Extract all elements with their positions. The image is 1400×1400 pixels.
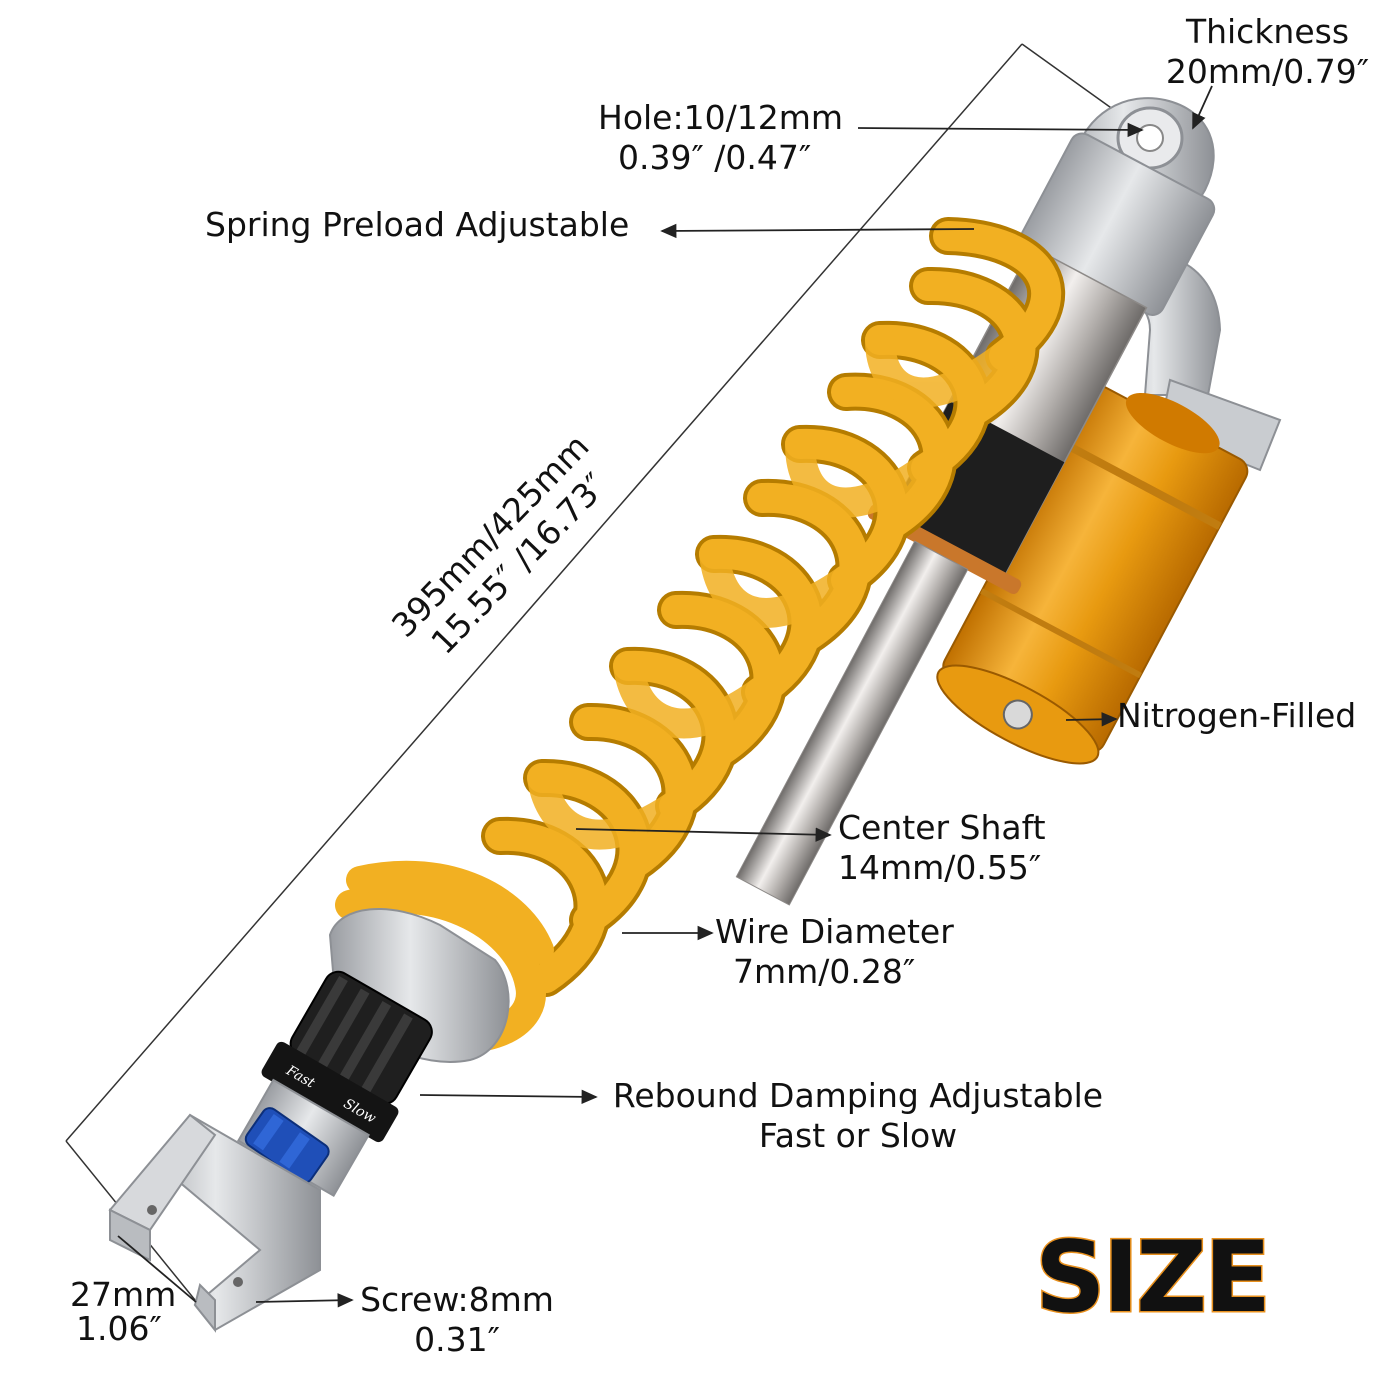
- wire-diameter-label: Wire Diameter 7mm/0.28″: [715, 912, 954, 992]
- hole-title: Hole:10/12mm: [598, 98, 843, 137]
- size-title: SIZE: [1033, 1227, 1272, 1330]
- thickness-label: Thickness 20mm/0.79″: [1150, 12, 1385, 92]
- lock-nut: [244, 1107, 330, 1184]
- clevis-width-mm: 27mm: [70, 1275, 177, 1314]
- center-shaft-value: 14mm/0.55″: [838, 848, 1042, 887]
- spring-preload-title: Spring Preload Adjustable: [205, 205, 630, 244]
- rebound-title: Rebound Damping Adjustable: [612, 1076, 1104, 1115]
- clevis-width-in: 1.06″: [76, 1309, 162, 1348]
- thickness-value: 20mm/0.79″: [1165, 52, 1370, 91]
- center-shaft-title: Center Shaft: [838, 808, 1046, 847]
- nitrogen-label: Nitrogen-Filled: [1117, 696, 1356, 736]
- center-shaft-label: Center Shaft 14mm/0.55″: [838, 808, 1046, 888]
- nitrogen-reservoir: [936, 384, 1249, 765]
- hole-value: 0.39″ /0.47″: [618, 138, 812, 177]
- rebound-subtitle: Fast or Slow: [758, 1116, 958, 1155]
- clevis-width-label: 27mm 1.06″: [70, 1278, 176, 1346]
- wire-diameter-value: 7mm/0.28″: [733, 952, 916, 991]
- screw-label: Screw:8mm 0.31″: [352, 1280, 562, 1360]
- screw-title: Screw:8mm: [360, 1280, 554, 1319]
- size-title-text: SIZE: [1033, 1221, 1272, 1335]
- leader-lines: [117, 85, 1213, 1308]
- bottom-clevis: [108, 1113, 321, 1333]
- nitrogen-title: Nitrogen-Filled: [1117, 696, 1357, 735]
- rebound-label: Rebound Damping Adjustable Fast or Slow: [598, 1076, 1118, 1156]
- coil-spring: [335, 217, 1066, 1053]
- screw-value: 0.31″: [414, 1320, 500, 1359]
- thickness-title: Thickness: [1185, 12, 1350, 51]
- wire-diameter-title: Wire Diameter: [715, 912, 954, 951]
- spring-preload-label: Spring Preload Adjustable: [205, 205, 629, 245]
- hole-label: Hole:10/12mm 0.39″ /0.47″: [598, 98, 843, 178]
